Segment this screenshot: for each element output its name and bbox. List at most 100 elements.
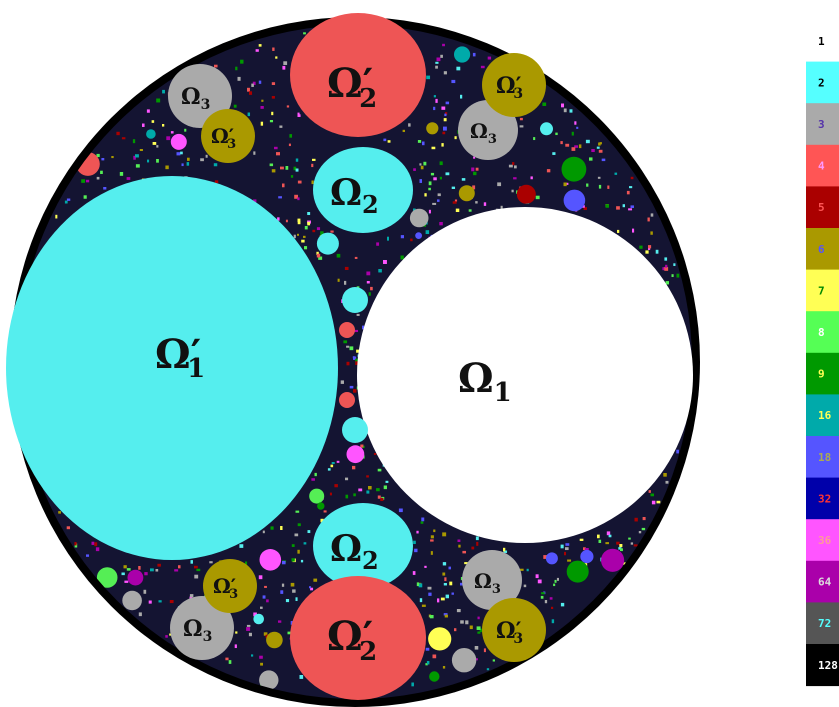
fractal-speck (497, 182, 501, 186)
fractal-speck (343, 340, 347, 343)
fractal-speck (282, 184, 285, 188)
fractal-speck (629, 186, 632, 188)
tile-circle (540, 122, 553, 135)
fractal-speck (152, 120, 155, 123)
fractal-speck (184, 129, 186, 132)
fractal-speck (627, 191, 630, 194)
fractal-speck (307, 222, 310, 226)
fractal-speck (442, 573, 445, 576)
fractal-speck (426, 648, 430, 651)
fractal-speck (666, 481, 669, 484)
fractal-speck (331, 465, 334, 468)
fractal-speck (531, 176, 533, 179)
fractal-speck (303, 236, 306, 238)
fractal-speck (538, 580, 542, 584)
fractal-speck (676, 450, 679, 454)
fractal-speck (651, 213, 654, 216)
fractal-speck (311, 478, 315, 481)
fractal-speck (312, 159, 316, 161)
fractal-speck (513, 177, 516, 179)
fractal-speck (493, 659, 495, 661)
fractal-speck (631, 205, 634, 208)
fractal-speck (300, 675, 304, 679)
fractal-speck (420, 179, 423, 183)
fractal-speck (124, 565, 127, 568)
cusp-circle (342, 417, 368, 443)
fractal-speck (597, 147, 600, 149)
fractal-speck (247, 88, 250, 92)
fractal-speck (524, 585, 527, 588)
fractal-speck (386, 481, 389, 483)
fractal-speck (92, 542, 95, 545)
fractal-speck (263, 595, 266, 598)
fractal-speck (374, 453, 376, 455)
fractal-speck (478, 617, 480, 620)
fractal-speck (330, 231, 333, 233)
fractal-speck (279, 126, 282, 128)
fractal-speck (156, 159, 159, 163)
fractal-speck (263, 531, 265, 534)
fractal-speck (225, 658, 228, 661)
legend-label: 36 (818, 534, 832, 547)
region-omega1 (357, 207, 693, 543)
fractal-speck (312, 230, 315, 232)
fractal-speck (209, 561, 212, 563)
fractal-speck (127, 568, 131, 571)
fractal-speck (452, 593, 454, 595)
fractal-speck (247, 625, 250, 627)
fractal-speck (616, 206, 620, 209)
fractal-speck (475, 201, 477, 203)
fractal-speck (428, 188, 431, 190)
fractal-speck (564, 183, 567, 187)
fractal-speck (165, 166, 168, 170)
fractal-speck (271, 526, 274, 529)
fractal-speck (162, 124, 164, 127)
fractal-speck (261, 106, 264, 109)
legend-label: 6 (818, 243, 825, 256)
fractal-speck (580, 539, 584, 541)
fractal-speck (214, 163, 217, 166)
fractal-speck (449, 582, 452, 586)
legend-label: 72 (818, 617, 831, 630)
fractal-speck (438, 193, 441, 196)
fractal-speck (297, 234, 299, 236)
fractal-speck (484, 648, 486, 652)
fractal-speck (560, 141, 562, 144)
fractal-speck (628, 538, 631, 540)
fractal-speck (295, 534, 299, 537)
fractal-speck (341, 380, 344, 384)
fractal-speck (312, 181, 314, 185)
fractal-speck (357, 314, 360, 316)
fractal-speck (428, 593, 431, 596)
fractal-speck (445, 615, 448, 618)
fractal-speck (616, 542, 619, 545)
fractal-speck (65, 201, 68, 204)
fractal-speck (619, 544, 622, 547)
fractal-speck (481, 66, 485, 68)
fractal-speck (376, 242, 379, 245)
fractal-speck (565, 547, 569, 550)
fractal-speck (296, 511, 300, 513)
fractal-speck (86, 554, 89, 556)
fractal-speck (597, 535, 600, 539)
fractal-speck (401, 235, 404, 238)
fractal-speck (259, 575, 263, 579)
fractal-speck (101, 158, 104, 160)
fractal-speck (280, 167, 284, 170)
fractal-speck (308, 530, 311, 533)
fractal-speck (383, 139, 386, 142)
fractal-speck (135, 154, 139, 157)
fractal-speck (276, 152, 280, 155)
tile-circle (146, 129, 156, 139)
fractal-speck (413, 541, 416, 544)
fractal-speck (156, 569, 159, 572)
fractal-speck (387, 237, 389, 241)
fractal-speck (180, 152, 183, 155)
tile-circle (562, 157, 587, 182)
cusp-circle (339, 322, 355, 338)
fractal-speck (555, 133, 557, 135)
fractal-speck (649, 490, 651, 493)
fractal-speck (431, 551, 433, 555)
fractal-speck (635, 518, 638, 522)
fractal-speck (542, 103, 546, 106)
